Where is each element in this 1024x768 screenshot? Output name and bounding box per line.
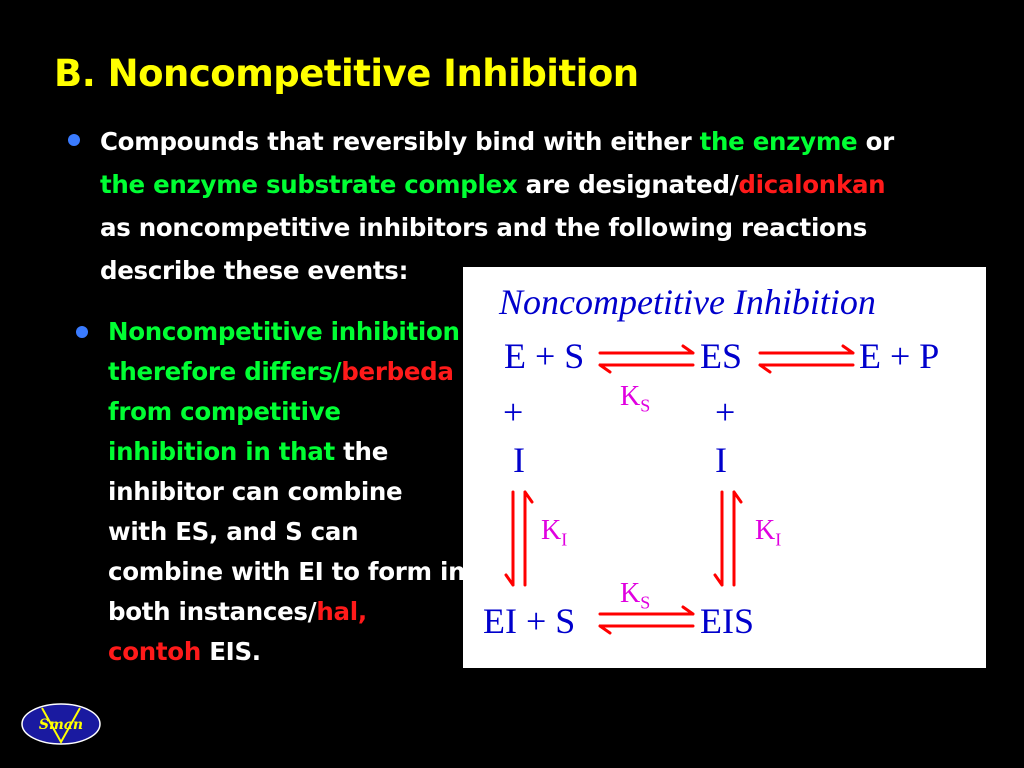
bullet-point-1 [68, 134, 80, 146]
ki-letter: K [541, 515, 562, 546]
slide-title: B. Noncompetitive Inhibition [54, 52, 639, 95]
bullet1-text: as noncompetitive inhibitors and the fol… [100, 213, 868, 285]
plus-right: + [715, 392, 736, 432]
reaction-diagram: Noncompetitive Inhibition E + S ES E + P… [463, 267, 986, 668]
e-plus-p-label: E + P [859, 336, 940, 376]
eis-label: EIS [700, 601, 754, 641]
equilibrium-arrows [504, 344, 855, 635]
ki-subscript: I [561, 529, 568, 550]
ks-constant-bottom: KS [620, 578, 650, 614]
inhibitor-left: I [513, 440, 525, 480]
highlight-hal-contoh: hal, contoh [108, 597, 367, 666]
diagram-title: Noncompetitive Inhibition [499, 282, 876, 322]
ki-subscript: I [775, 529, 782, 550]
bullet2-green-text: from competitive inhibition in that [108, 397, 341, 466]
equilibrium-arrow-ep [758, 344, 855, 374]
highlight-the-enzyme: the enzyme [699, 127, 858, 156]
ks-constant-top: KS [620, 381, 650, 417]
ks-subscript: S [640, 395, 651, 416]
bullet-text-2: Noncompetitive inhibition therefore diff… [108, 312, 468, 672]
ks-letter: K [620, 578, 641, 609]
bullet1-text: Compounds that reversibly bind with eith… [100, 127, 700, 156]
ei-plus-s-label: EI + S [483, 601, 576, 641]
logo-text: Sman [39, 717, 83, 733]
bullet-point-2 [76, 326, 88, 338]
equilibrium-arrow-es [598, 344, 695, 374]
ki-constant-right: KI [755, 515, 781, 551]
bullet-text-1: Compounds that reversibly bind with eith… [100, 120, 980, 292]
bullet2-green-text: Noncompetitive inhibition therefore diff… [108, 317, 460, 386]
ki-constant-left: KI [541, 515, 567, 551]
equilibrium-arrow-eis [598, 605, 695, 635]
ks-subscript: S [640, 592, 651, 613]
bullet2-text: EIS. [200, 637, 261, 666]
ki-letter: K [755, 515, 776, 546]
highlight-berbeda: berbeda [341, 357, 454, 386]
e-plus-s-label: E + S [504, 336, 585, 376]
es-label: ES [700, 336, 743, 376]
highlight-dicalonkan: dicalonkan [738, 170, 886, 199]
plus-left: + [503, 392, 524, 432]
school-logo-icon: Sman [21, 703, 101, 745]
bullet2-text: the inhibitor can combine with ES, and S… [108, 437, 466, 626]
equilibrium-arrow-right-vertical [713, 490, 743, 587]
bullet1-text: or [857, 127, 895, 156]
highlight-enzyme-substrate-complex: the enzyme substrate complex [100, 170, 518, 199]
ks-letter: K [620, 381, 641, 412]
inhibitor-right: I [715, 440, 727, 480]
equilibrium-arrow-left-vertical [504, 490, 534, 587]
bullet1-text: are designated/ [517, 170, 739, 199]
